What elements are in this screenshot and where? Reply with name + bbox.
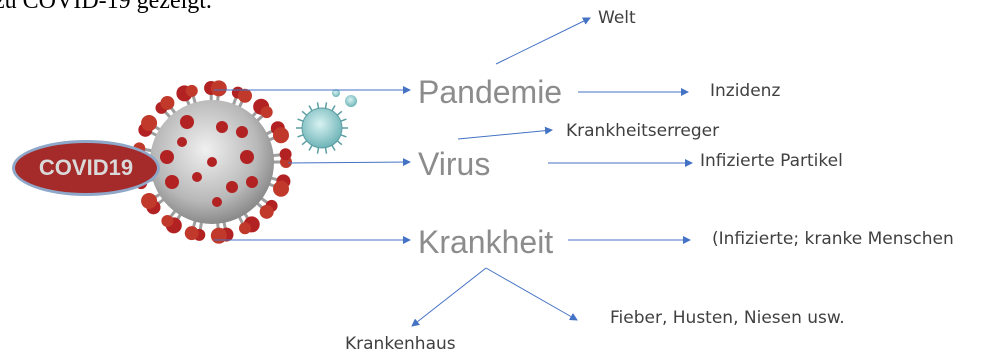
leaf-symptome: Fieber, Husten, Niesen usw.	[610, 308, 845, 328]
leaf-kranke-menschen: (Infizierte; kranke Menschen	[712, 229, 954, 249]
leaf-infizierte-partikel: Infizierte Partikel	[700, 151, 843, 171]
small-virus-particles	[296, 89, 357, 154]
arrow-to-krankheitserreger	[457, 126, 553, 140]
arrow-to-symptome	[485, 267, 578, 321]
arrow-to-virus	[287, 158, 411, 167]
arrow-to-welt	[495, 17, 591, 65]
covid19-badge: COVID19	[12, 140, 160, 196]
node-krankheit: Krankheit	[418, 224, 554, 260]
leaf-inzidenz: Inzidenz	[710, 81, 781, 101]
coronavirus-image	[130, 80, 292, 244]
arrows	[214, 17, 693, 327]
leaf-krankenhaus: Krankenhaus	[345, 334, 456, 354]
node-virus: Virus	[418, 146, 491, 182]
leaf-welt: Welt	[598, 8, 636, 28]
caption-text: zu COVID-19 gezeigt.	[0, 0, 212, 14]
leaf-krankheitserreger: Krankheitserreger	[566, 121, 720, 141]
arrow-to-krankenhaus	[411, 267, 487, 327]
node-pandemie: Pandemie	[418, 74, 563, 110]
